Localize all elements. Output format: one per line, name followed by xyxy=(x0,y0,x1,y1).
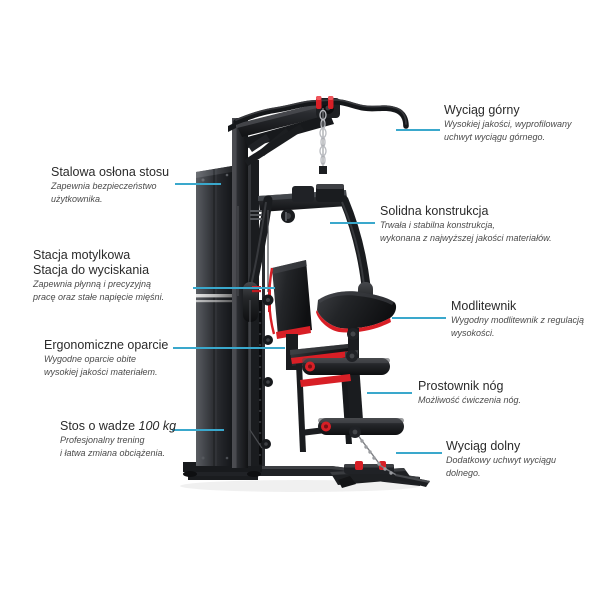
callout-subtitle-line-1: Profesjonalny trening xyxy=(60,435,145,445)
backrest-pad xyxy=(268,260,312,370)
callout-subtitle-line-2: uchwyt wyciągu górnego. xyxy=(444,131,546,142)
lat-pulldown-bar xyxy=(228,96,409,132)
preacher-curl-pad xyxy=(316,291,397,362)
cable-routing xyxy=(237,206,269,449)
callout-subtitle-line-1: Trwała i stabilna konstrukcja, xyxy=(380,220,495,230)
callout-subtitle-line-2: dolnego. xyxy=(446,467,481,478)
callout-wyciag-gorny: Wyciąg górny Wysokiej jakości, wyprofilo… xyxy=(444,103,572,143)
low-pulley-cable-handle xyxy=(356,433,430,487)
leg-developer xyxy=(300,350,404,438)
callout-title-weight: 100 kg xyxy=(138,419,177,433)
callout-wyciag-dolny: Wyciąg dolny Dodatkowy uchwyt wyciągu do… xyxy=(446,439,556,479)
connector-line-ergonomiczne xyxy=(173,347,285,349)
callout-prostownik-nog: Prostownik nóg Możliwość ćwiczenia nóg. xyxy=(418,379,521,407)
cable-pulleys xyxy=(261,294,274,449)
callout-title: Modlitewnik xyxy=(451,299,517,313)
callout-title: Prostownik nóg xyxy=(418,379,504,393)
callout-modlitewnik: Modlitewnik Wygodny modlitewnik z regula… xyxy=(451,299,584,339)
seat-pad xyxy=(290,344,352,452)
butterfly-press-arm-station xyxy=(243,184,373,324)
connector-line-prostownik xyxy=(367,392,412,394)
callout-title-line-2: Stacja do wyciskania xyxy=(33,263,150,277)
callout-title: Ergonomiczne oparcie xyxy=(44,338,169,352)
callout-subtitle-line-2: użytkownika. xyxy=(51,193,103,204)
callout-stacja-motylkowa: Stacja motylkowa Stacja do wyciskania Za… xyxy=(33,248,164,303)
callout-solidna-konstrukcja: Solidna konstrukcja Trwała i stabilna ko… xyxy=(380,204,552,244)
callout-title: Stalowa osłona stosu xyxy=(51,165,170,179)
connector-line-solidna xyxy=(330,222,375,224)
callout-subtitle-line-2: pracę oraz stałe napięcie mięśni. xyxy=(33,291,165,302)
callout-subtitle-line-1: Możliwość ćwiczenia nóg. xyxy=(418,395,522,405)
connector-line-wyciag-dolny xyxy=(396,452,442,454)
callout-subtitle-line-2: wysokości. xyxy=(451,327,495,338)
connector-line-stalowa-oslona xyxy=(175,183,221,185)
callout-stalowa-oslona-stosu: Stalowa osłona stosu Zapewnia bezpieczeń… xyxy=(51,165,169,205)
weight-stack xyxy=(235,200,265,466)
callout-subtitle-line-2: wykonana z najwyższej jakości materiałów… xyxy=(380,232,552,243)
callout-title: Stos o wadze 100 kg xyxy=(60,419,176,434)
callout-title-prefix: Stos o wadze xyxy=(60,419,139,433)
callout-title: Wyciąg górny xyxy=(444,103,520,117)
lat-bar-chain xyxy=(319,108,327,174)
callout-title: Stacja motylkowa xyxy=(33,248,131,262)
main-upright-tower xyxy=(232,118,259,468)
callout-subtitle-line-2: wysokiej jakości materiałem. xyxy=(44,366,158,377)
connector-line-stos xyxy=(172,429,224,431)
callout-subtitle-line-1: Wygodne oparcie obite xyxy=(44,354,137,364)
callout-subtitle-line-2: i łatwa zmiana obciążenia. xyxy=(60,447,166,458)
lat-pulldown-boom xyxy=(236,98,340,166)
base-frame xyxy=(183,462,420,486)
weight-stack-shroud xyxy=(196,166,232,466)
callout-subtitle-line-1: Wysokiej jakości, wyprofilowany xyxy=(444,119,572,129)
callout-subtitle-line-1: Zapewnia bezpieczeństwo xyxy=(51,181,157,191)
callout-subtitle-line-1: Wygodny modlitewnik z regulacją xyxy=(451,315,585,325)
callout-subtitle-line-1: Zapewnia płynną i precyzyjną xyxy=(33,279,152,289)
callout-title: Solidna konstrukcja xyxy=(380,204,489,218)
callout-title: Wyciąg dolny xyxy=(446,439,521,453)
connector-line-wyciag-gorny xyxy=(396,129,440,131)
decal-accents xyxy=(250,210,262,293)
callout-stos-o-wadze: Stos o wadze 100 kg Profesjonalny trenin… xyxy=(60,419,176,459)
connector-line-stacja-motylkowa xyxy=(193,287,275,289)
callout-ergonomiczne-oparcie: Ergonomiczne oparcie Wygodne oparcie obi… xyxy=(44,338,168,378)
connector-line-modlitewnik xyxy=(392,317,446,319)
low-pulley-footplate xyxy=(330,461,412,488)
callout-subtitle-line-1: Dodatkowy uchwyt wyciągu xyxy=(446,455,557,465)
